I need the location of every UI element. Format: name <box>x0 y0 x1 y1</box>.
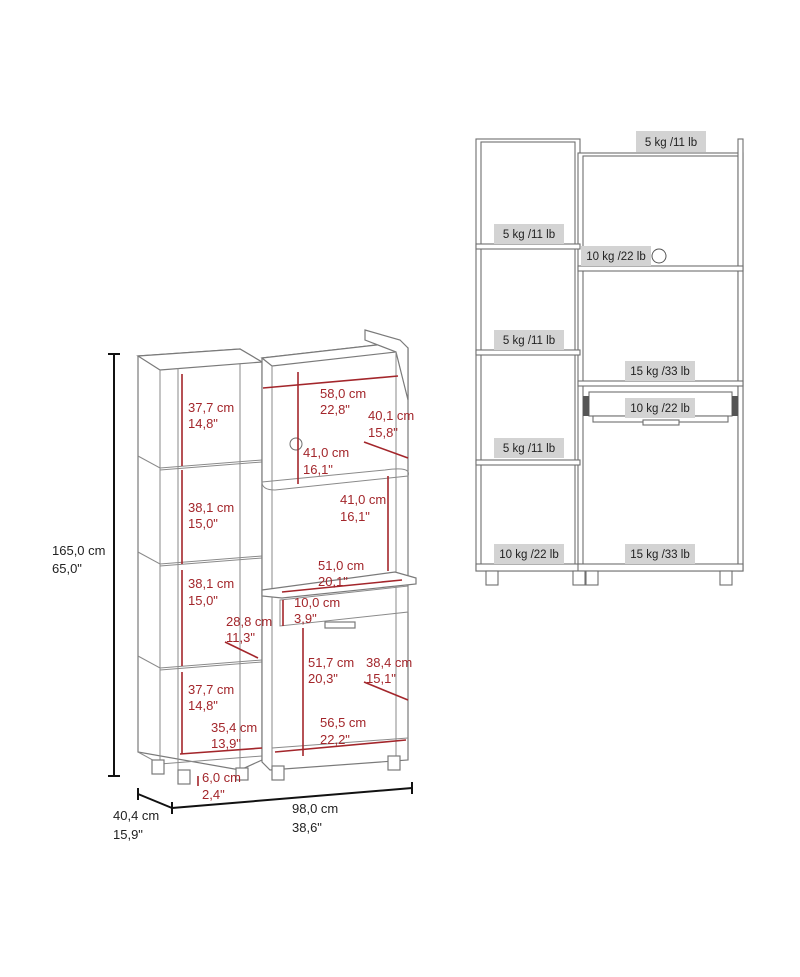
dim-label-cm: 38,1 cm <box>188 500 234 515</box>
dim-label-in: 20,1" <box>318 574 348 589</box>
svg-text:10 kg /22 lb: 10 kg /22 lb <box>499 549 558 561</box>
dim-label-in: 15,8" <box>368 425 398 440</box>
dim-label-in: 14,8" <box>188 416 218 431</box>
overall-dimensions: 165,0 cm 65,0" 98,0 cm 38,6" 40,4 cm 15,… <box>52 353 413 842</box>
isometric-furniture-view: 37,7 cm 14,8" 38,1 cm 15,0" 38,1 cm 15,0… <box>52 329 417 842</box>
dim-label-cm: 41,0 cm <box>303 445 349 460</box>
overall-depth-cm: 40,4 cm <box>113 808 159 823</box>
weight-label: 10 kg /22 lb <box>494 544 564 564</box>
svg-text:5 kg /11 lb: 5 kg /11 lb <box>503 443 555 455</box>
dim-label-in: 14,8" <box>188 698 218 713</box>
overall-height-in: 65,0" <box>52 561 82 576</box>
svg-text:15 kg /33 lb: 15 kg /33 lb <box>630 366 689 378</box>
weight-label: 5 kg /11 lb <box>636 131 706 152</box>
dim-label-cm: 41,0 cm <box>340 492 386 507</box>
svg-text:5 kg /11 lb: 5 kg /11 lb <box>645 137 697 149</box>
dim-label-cm: 40,1 cm <box>368 408 414 423</box>
dim-label-cm: 37,7 cm <box>188 400 234 415</box>
overall-width-cm: 98,0 cm <box>292 801 338 816</box>
dim-label-cm: 10,0 cm <box>294 595 340 610</box>
overall-height-cm: 165,0 cm <box>52 543 105 558</box>
dim-label-in: 15,0" <box>188 593 218 608</box>
dim-label-in: 13,9" <box>211 736 241 751</box>
weight-label: 15 kg /33 lb <box>625 544 695 564</box>
overall-depth-in: 15,9" <box>113 827 143 842</box>
red-dimension-labels: 37,7 cm 14,8" 38,1 cm 15,0" 38,1 cm 15,0… <box>188 386 414 802</box>
svg-text:10 kg /22 lb: 10 kg /22 lb <box>586 251 645 263</box>
dim-label-in: 3,9" <box>294 611 317 626</box>
overall-width-in: 38,6" <box>292 820 322 835</box>
svg-text:15 kg /33 lb: 15 kg /33 lb <box>630 549 689 561</box>
dim-label-cm: 28,8 cm <box>226 614 272 629</box>
dim-label-cm: 37,7 cm <box>188 682 234 697</box>
svg-text:5 kg /11 lb: 5 kg /11 lb <box>503 335 555 347</box>
weight-label: 5 kg /11 lb <box>494 438 564 458</box>
red-dimension-lines <box>179 372 409 786</box>
dim-label-cm: 35,4 cm <box>211 720 257 735</box>
dim-label-cm: 38,1 cm <box>188 576 234 591</box>
front-view-weight-capacity: 5 kg /11 lb 5 kg /11 lb 10 kg /22 lb 5 k… <box>475 131 744 586</box>
weight-label: 10 kg /22 lb <box>581 246 651 266</box>
dim-label-in: 22,8" <box>320 402 350 417</box>
weight-label: 5 kg /11 lb <box>494 330 564 350</box>
dim-label-in: 11,3" <box>226 630 255 645</box>
dim-label-cm: 58,0 cm <box>320 386 366 401</box>
dim-label-cm: 6,0 cm <box>202 770 241 785</box>
dim-label-in: 15,0" <box>188 516 218 531</box>
svg-text:5 kg /11 lb: 5 kg /11 lb <box>503 229 555 241</box>
dim-label-cm: 51,0 cm <box>318 558 364 573</box>
dim-label-in: 22,2" <box>320 732 350 747</box>
dim-label-in: 2,4" <box>202 787 225 802</box>
dim-label-in: 20,3" <box>308 671 338 686</box>
dim-label-cm: 56,5 cm <box>320 715 366 730</box>
tower-unit <box>136 348 264 785</box>
dim-label-cm: 38,4 cm <box>366 655 412 670</box>
dim-label-in: 16,1" <box>340 509 370 524</box>
svg-text:10 kg /22 lb: 10 kg /22 lb <box>630 403 689 415</box>
weight-label: 10 kg /22 lb <box>625 398 695 418</box>
weight-label: 5 kg /11 lb <box>494 224 564 244</box>
dim-label-in: 15,1" <box>366 671 396 686</box>
dim-label-in: 16,1" <box>303 462 333 477</box>
weight-label: 15 kg /33 lb <box>625 361 695 381</box>
dim-label-cm: 51,7 cm <box>308 655 354 670</box>
